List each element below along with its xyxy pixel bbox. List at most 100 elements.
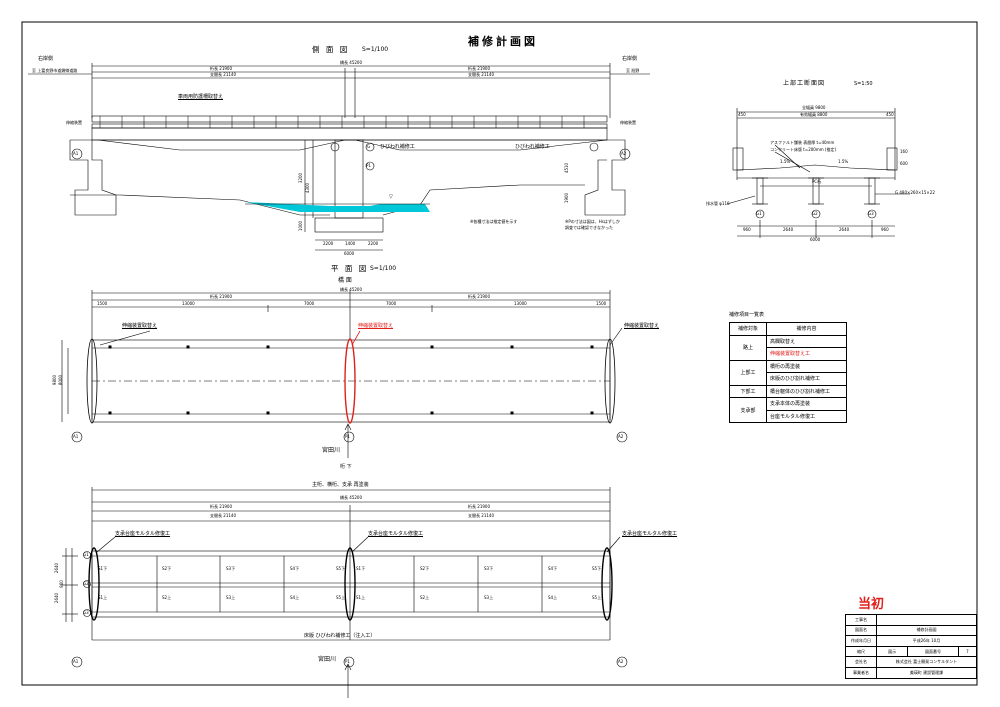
effective-width: 有効幅員 8800 (800, 112, 828, 117)
panel-label-bottom: S4上 (548, 595, 558, 600)
plan-post-mark (108, 411, 112, 415)
side-note-3: 調査では確認できなかった (565, 225, 613, 230)
plan-width-1: 8000 (58, 374, 64, 386)
panel-label-top: S1下 (98, 566, 108, 571)
pier-dim-total: 6000 (344, 251, 355, 256)
girder-side-dim-1: 2640 (54, 562, 60, 574)
repair-table: 補修対象 補修内容 路上 高欄取替え 伸縮装置取替え工 上部工 橋桁の再塗装 床… (729, 322, 847, 423)
side-view-markers (71, 142, 631, 171)
left-bank-label: 右岸側 (38, 56, 54, 62)
bearing-center-label: 支承台座モルタル修復工 (368, 531, 424, 537)
side-total-length: 橋長 45200 (340, 60, 362, 65)
plan-view-post-marks (108, 345, 594, 415)
panel-label-bottom: S4上 (290, 595, 300, 600)
plan-post-mark (266, 411, 270, 415)
tb-value-drawing: 補修計画図 (876, 624, 977, 637)
plan-dim-5: 13000 (514, 301, 527, 306)
side-note-1: ※各種寸法は推定値を示す (470, 219, 518, 224)
abut-height-2: 1900 (564, 192, 570, 204)
girder-river-label: 宮田川 (318, 656, 337, 663)
panel-label-bottom: S2上 (420, 595, 430, 600)
panel-label-top: S1下 (356, 566, 366, 571)
repair-item-1-1: 高欄取替え (766, 334, 847, 348)
bottom-dim-4: 960 (881, 227, 889, 232)
side-note-2: ※Pの寸法は図は、Hsはずしか (565, 219, 620, 224)
plan-width-2: 9800 (52, 374, 58, 386)
concrete-label: コンクリート床版 t=200mm (推定) (770, 147, 837, 152)
cross-section-scale: S=1:50 (854, 81, 873, 87)
edge-left-dim: 450 (738, 112, 746, 117)
repair-table-header-content: 補修内容 (766, 322, 847, 336)
plan-view-scale: S=1/100 (370, 265, 397, 272)
plan-post-mark (266, 345, 270, 349)
side-p1-label: P1 (366, 163, 371, 168)
panel-label-top: S5下 (592, 566, 602, 571)
plan-dim-1: 1500 (97, 301, 108, 306)
panel-label-top: S5下 (336, 566, 346, 571)
repair-target-3: 下部工 (729, 384, 767, 398)
girder-plan-drawing (62, 487, 621, 698)
right-road-label: 至 旭野 (626, 68, 640, 73)
girder-g3-label: G3 (83, 610, 89, 615)
tb-value-date: 平成26年 10月 (876, 635, 977, 647)
panel-label-top: S2下 (162, 566, 172, 571)
panel-label-bottom: S5上 (592, 595, 602, 600)
repair-item-4-1: 支承本体の再塗装 (766, 397, 847, 411)
plan-post-mark (186, 345, 190, 349)
bearing-right-mark (601, 547, 613, 621)
pier-height-3: 1000 (298, 220, 304, 232)
water-mark: ▽ (389, 194, 393, 200)
bottom-dim-1: 960 (743, 227, 751, 232)
tb-label-drawing: 図面名 (845, 624, 877, 637)
plan-view-title: 平 面 図 (331, 264, 369, 273)
girder-support-right: 支間長 21140 (468, 513, 494, 518)
abut-height-1: 4510 (564, 162, 570, 174)
outer-border (21, 21, 978, 686)
edge-right-dim: 450 (886, 112, 894, 117)
joint-left-mark (86, 338, 98, 424)
plan-total-length: 橋長 45200 (340, 287, 362, 292)
plan-span-left: 桁長 21900 (210, 294, 232, 299)
panel-label-bottom: S3上 (226, 595, 236, 600)
plan-dim-6: 1500 (596, 301, 607, 306)
crossbeam-lines (156, 556, 543, 612)
railing-posts (99, 116, 585, 128)
plan-joint-right-label: 伸縮装置取替え (624, 323, 660, 329)
panel-label-bottom: S1上 (356, 595, 366, 600)
repair-table-title: 補修項目一覧表 (729, 312, 765, 318)
repair-table-header-target: 補修対象 (729, 322, 767, 336)
joint-right-mark (604, 338, 616, 424)
tb-value-scale: 図示 (875, 645, 909, 658)
cs-g1: G1 (756, 211, 762, 216)
panel-label-bottom: S5上 (336, 595, 346, 600)
slope-right: 1.5% (838, 159, 849, 164)
cs-height-1: 160 (900, 149, 908, 154)
side-span-left: 桁長 21900 (210, 66, 232, 71)
plan-view-markers (71, 431, 628, 443)
repair-target-4: 支承部 (729, 397, 767, 423)
girder-plan-subtitle: 主桁、横桁、支承 再塗装 (312, 482, 369, 488)
girder-a2-label: A2 (618, 659, 624, 664)
crack-repair-center-label: ひびわれ補修工 (380, 144, 415, 150)
side-g-label: G (367, 144, 371, 149)
side-span-right: 桁長 21900 (468, 66, 490, 71)
panel-label-top: S3下 (484, 566, 494, 571)
drain-label: 排水管 φ110 (706, 201, 730, 206)
plan-post-mark (590, 411, 594, 415)
plan-p1-label: P1 (345, 434, 350, 439)
plan-a1-label: A1 (73, 434, 79, 439)
bottom-dim-3: 2640 (839, 227, 850, 232)
right-bank-label: 右岸側 (622, 56, 638, 62)
plan-post-mark (510, 345, 514, 349)
repair-item-2-2: 床版のひび割れ補修工 (766, 372, 847, 386)
panel-label-bottom: S1上 (98, 595, 108, 600)
overall-width: 全幅員 9800 (802, 105, 826, 110)
plan-span-right: 桁長 21900 (468, 294, 490, 299)
tb-label-scale: 縮尺 (845, 645, 877, 658)
pier-height-2: 4300 (305, 182, 311, 194)
girder-span-left: 桁長 21900 (210, 504, 232, 509)
tb-label-company: 会社名 (845, 656, 877, 668)
tb-label-date: 作成年月日 (845, 635, 877, 647)
panel-label-top: S2下 (420, 566, 430, 571)
